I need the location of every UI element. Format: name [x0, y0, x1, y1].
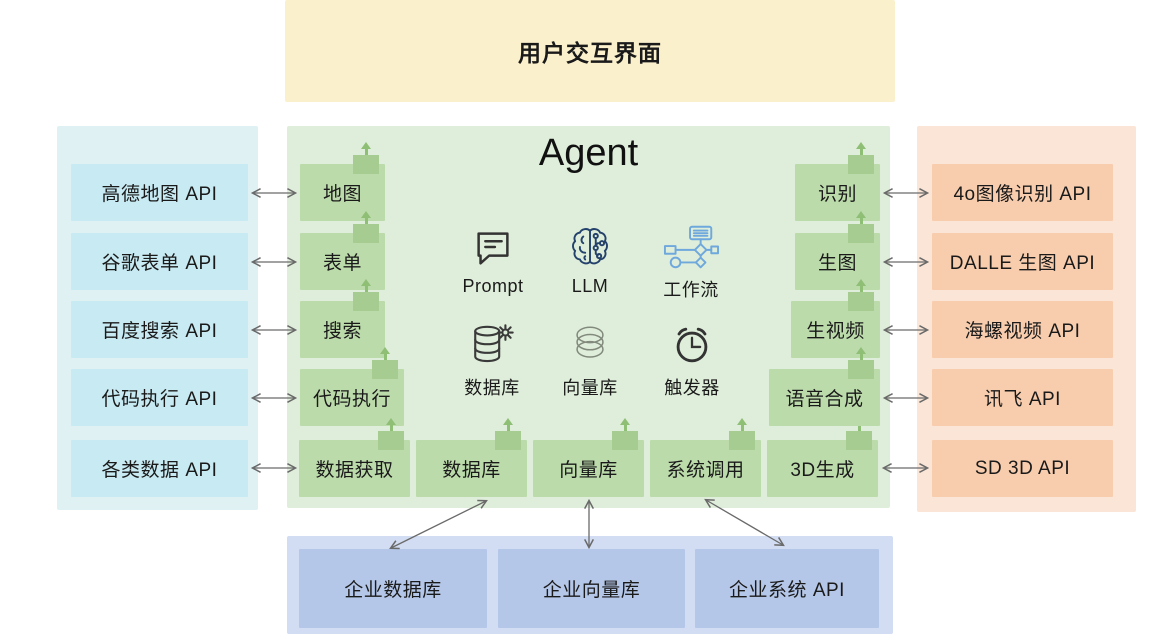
- api-label: 代码执行 API: [101, 389, 218, 410]
- publish-arrow-icon: [378, 418, 404, 450]
- tool-box-form: 表单: [300, 211, 385, 290]
- tool-label: 系统调用: [666, 460, 745, 481]
- chat-bubble-icon: [445, 218, 541, 270]
- core-item-workflow: 工作流: [643, 218, 739, 302]
- core-label: 工作流: [663, 280, 719, 300]
- tool-label: 生视频: [806, 321, 865, 342]
- tool-box-database: 数据库: [416, 418, 527, 497]
- tool-label: 表单: [322, 253, 362, 274]
- publish-arrow-icon: [848, 279, 874, 311]
- api-box-hailuo-video: 海螺视频 API: [932, 301, 1113, 358]
- core-label: 数据库: [464, 378, 520, 398]
- tool-label: 3D生成: [790, 460, 855, 481]
- api-box-4o-vision: 4o图像识别 API: [932, 164, 1113, 221]
- core-item-trigger: 触发器: [644, 316, 740, 400]
- api-label: 各类数据 API: [101, 460, 218, 481]
- tool-label: 生图: [817, 253, 857, 274]
- publish-arrow-icon: [729, 418, 755, 450]
- tool-box-video-gen: 生视频: [791, 279, 880, 358]
- enterprise-label: 企业向量库: [542, 580, 641, 601]
- tool-box-code-exec: 代码执行: [300, 347, 404, 426]
- core-label: LLM: [571, 276, 609, 296]
- publish-arrow-icon: [848, 211, 874, 243]
- tool-box-image-gen: 生图: [795, 211, 880, 290]
- user-interface-box: 用户交互界面: [285, 0, 895, 102]
- tool-box-tts: 语音合成: [769, 347, 880, 426]
- tool-box-map: 地图: [300, 142, 385, 221]
- database-gear-icon: [444, 316, 540, 368]
- core-label: Prompt: [462, 276, 524, 296]
- enterprise-panel: 企业数据库 企业向量库 企业系统 API: [287, 536, 893, 634]
- api-box-google-forms: 谷歌表单 API: [71, 233, 248, 290]
- publish-arrow-icon: [353, 279, 379, 311]
- agent-panel: Agent 地图 表单 搜索 代码执行 数据获取 数据库 向量库 系统调用 3D…: [287, 126, 890, 508]
- api-box-code-exec: 代码执行 API: [71, 369, 248, 426]
- tool-label: 数据库: [442, 460, 501, 481]
- api-label: SD 3D API: [974, 457, 1071, 479]
- api-label: 4o图像识别 API: [953, 184, 1092, 205]
- tool-box-data-fetch: 数据获取: [299, 418, 410, 497]
- core-item-database: 数据库: [444, 316, 540, 400]
- tool-label: 识别: [817, 184, 857, 205]
- tool-box-recognition: 识别: [795, 142, 880, 221]
- tool-label: 代码执行: [312, 389, 391, 410]
- publish-arrow-icon: [372, 347, 398, 379]
- api-label: 高德地图 API: [101, 184, 218, 205]
- api-box-baidu-search: 百度搜索 API: [71, 301, 248, 358]
- core-item-prompt: Prompt: [445, 218, 541, 297]
- enterprise-system-api-box: 企业系统 API: [695, 549, 879, 628]
- enterprise-vector-db-box: 企业向量库: [498, 549, 685, 628]
- api-box-iflytek: 讯飞 API: [932, 369, 1113, 426]
- external-api-panel-right: 4o图像识别 API DALLE 生图 API 海螺视频 API 讯飞 API …: [917, 126, 1136, 512]
- publish-arrow-icon: [612, 418, 638, 450]
- core-label: 向量库: [562, 378, 618, 398]
- enterprise-db-box: 企业数据库: [299, 549, 487, 628]
- tool-box-search: 搜索: [300, 279, 385, 358]
- api-label: 谷歌表单 API: [101, 253, 218, 274]
- tool-label: 向量库: [559, 460, 618, 481]
- alarm-clock-icon: [644, 316, 740, 368]
- brain-circuit-icon: [542, 218, 638, 270]
- api-box-dalle: DALLE 生图 API: [932, 233, 1113, 290]
- publish-arrow-icon: [848, 142, 874, 174]
- tool-box-system-call: 系统调用: [650, 418, 761, 497]
- api-box-data: 各类数据 API: [71, 440, 248, 497]
- user-interface-label: 用户交互界面: [518, 40, 662, 66]
- core-label: 触发器: [664, 378, 720, 398]
- tool-box-vector-db: 向量库: [533, 418, 644, 497]
- publish-arrow-icon: [846, 418, 872, 450]
- tool-label: 地图: [322, 184, 362, 205]
- api-label: 海螺视频 API: [964, 321, 1081, 342]
- enterprise-label: 企业数据库: [344, 580, 442, 601]
- api-label: 讯飞 API: [984, 389, 1061, 410]
- api-box-amap: 高德地图 API: [71, 164, 248, 221]
- api-label: DALLE 生图 API: [949, 253, 1096, 274]
- stacked-rings-icon: [542, 316, 638, 368]
- tool-box-3d-gen: 3D生成: [767, 418, 878, 497]
- publish-arrow-icon: [353, 142, 379, 174]
- api-box-sd-3d: SD 3D API: [932, 440, 1113, 497]
- flowchart-icon: [643, 218, 739, 270]
- api-label: 百度搜索 API: [101, 321, 218, 342]
- tool-label: 数据获取: [315, 460, 394, 481]
- tool-label: 搜索: [322, 321, 362, 342]
- core-item-llm: LLM: [542, 218, 638, 297]
- publish-arrow-icon: [353, 211, 379, 243]
- publish-arrow-icon: [848, 347, 874, 379]
- agent-title: Agent: [538, 132, 639, 174]
- publish-arrow-icon: [495, 418, 521, 450]
- tool-label: 语音合成: [785, 389, 864, 410]
- core-item-vector-db: 向量库: [542, 316, 638, 400]
- external-api-panel-left: 高德地图 API 谷歌表单 API 百度搜索 API 代码执行 API 各类数据…: [57, 126, 258, 510]
- enterprise-label: 企业系统 API: [729, 580, 845, 601]
